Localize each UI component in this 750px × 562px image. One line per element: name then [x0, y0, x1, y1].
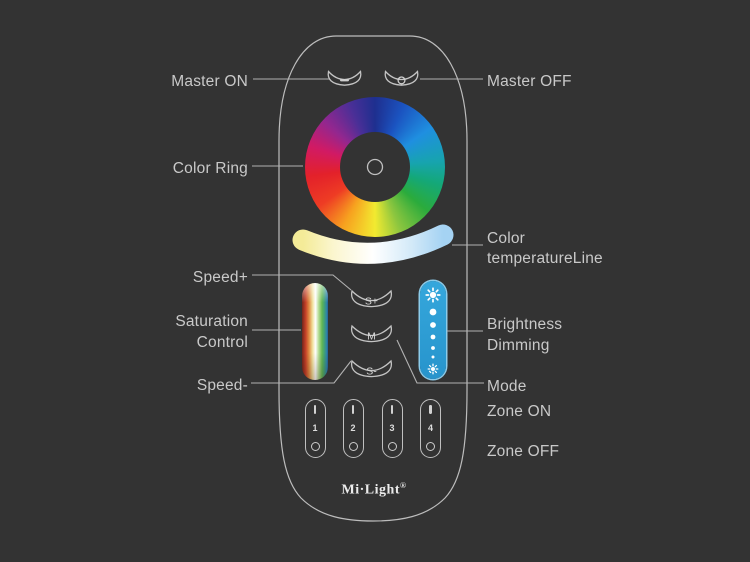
saturation-control-bar[interactable] [302, 283, 328, 380]
zone-on-glyph[interactable] [429, 405, 432, 414]
zone-on-glyph[interactable] [351, 405, 355, 414]
brightness-dots [429, 308, 437, 359]
circle-icon [397, 76, 406, 85]
label-brightness-line1: Brightness [487, 316, 563, 333]
remote-outline [278, 35, 468, 522]
label-brightness-line2: Dimming [487, 337, 550, 354]
label-speed-minus: Speed- [196, 377, 248, 394]
registered-mark: ® [399, 481, 407, 490]
color-ring-wheel[interactable] [305, 97, 445, 237]
label-master-on: Master ON [171, 73, 248, 90]
sun-icon [425, 287, 441, 303]
zone-button-2[interactable]: 2 [342, 399, 364, 458]
color-temperature-line[interactable] [292, 224, 454, 264]
color-ring-center-dot [366, 158, 384, 176]
label-saturation-line1: Saturation [175, 313, 248, 330]
label-color-temperature: Color temperatureLine [487, 229, 603, 269]
brand-name: Mi·Light [341, 482, 400, 498]
zone-button-3[interactable]: 3 [381, 399, 403, 458]
label-zone-off: Zone OFF [487, 443, 560, 460]
label-color-temp-line1: Color [487, 230, 526, 247]
minus-icon [340, 79, 349, 82]
zone-on-glyph[interactable] [313, 405, 317, 414]
zone-number: 3 [389, 422, 395, 433]
zone-button-4[interactable]: 4 [420, 399, 441, 458]
zone-button-1[interactable]: 1 [304, 399, 326, 458]
zone-off-glyph[interactable] [310, 442, 320, 451]
zone-off-glyph[interactable] [426, 442, 435, 451]
label-mode: Mode [487, 378, 527, 395]
brightness-dimming-bar[interactable] [420, 281, 446, 379]
speed-up-label: S+ [365, 296, 378, 308]
zone-off-glyph[interactable] [348, 442, 358, 451]
label-brightness-dimming: Brightness Dimming [487, 314, 562, 356]
zone-off-glyph[interactable] [387, 442, 397, 451]
zone-number: 4 [427, 422, 433, 433]
label-color-ring: Color Ring [172, 160, 248, 177]
speed-down-label: S- [366, 366, 377, 378]
label-saturation-control: Saturation Control [175, 311, 248, 353]
sun-icon [427, 363, 439, 375]
master-off-button[interactable] [384, 70, 419, 86]
brand-logo: Mi·Light® [300, 481, 448, 499]
connector-speed-down [251, 360, 352, 384]
zone-number: 2 [350, 422, 356, 433]
label-master-off: Master OFF [487, 73, 572, 90]
speed-up-button[interactable] [350, 289, 393, 308]
color-ring-center [340, 132, 410, 202]
label-speed-plus: Speed+ [192, 269, 248, 286]
connector-mode [396, 339, 484, 384]
mode-button-label: M [367, 331, 376, 343]
mode-button[interactable] [350, 324, 393, 343]
zone-on-glyph[interactable] [390, 405, 394, 414]
connector-speed-up [252, 274, 352, 291]
zone-number: 1 [312, 422, 318, 433]
label-color-temp-line2: temperatureLine [487, 250, 603, 267]
speed-down-button[interactable] [350, 359, 393, 378]
master-on-button[interactable] [327, 70, 362, 86]
label-saturation-line2: Control [196, 334, 248, 351]
label-zone-on: Zone ON [487, 403, 552, 420]
